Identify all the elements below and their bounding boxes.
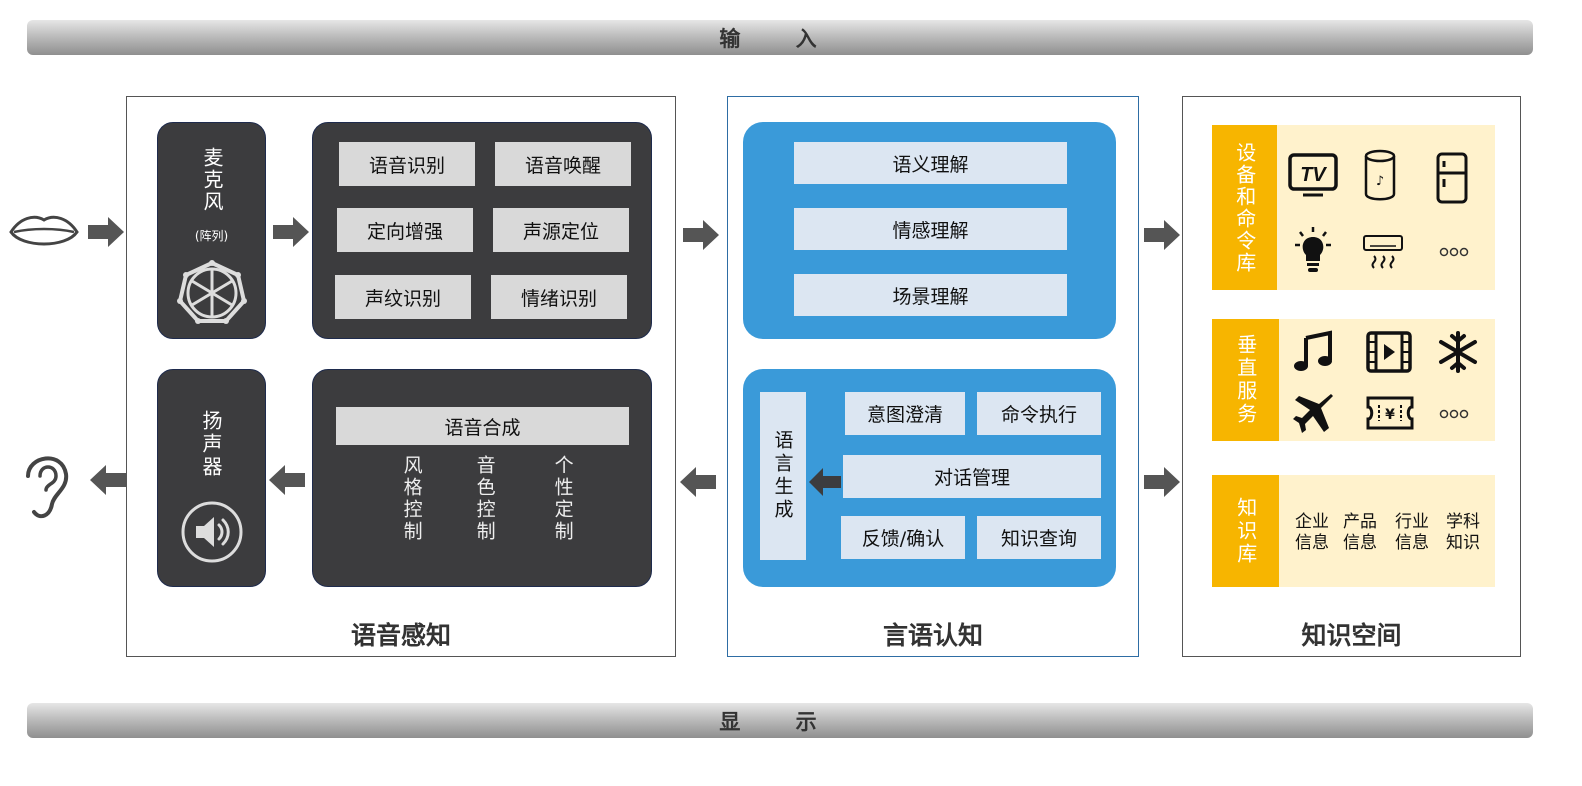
product-info: 产品 信息 bbox=[1338, 512, 1382, 555]
language-generation-label: 语言生成 bbox=[771, 430, 794, 522]
speaker-label: 扬声器 bbox=[158, 410, 265, 479]
language-generation-box: 语言生成 bbox=[760, 392, 806, 560]
enterprise-info-line2: 信息 bbox=[1295, 533, 1329, 554]
video-icon bbox=[1364, 328, 1414, 376]
speech-synthesis-label: 语音合成 bbox=[336, 407, 629, 445]
svg-text:TV: TV bbox=[1300, 164, 1327, 186]
airplane-icon bbox=[1290, 391, 1338, 435]
voice-wakeup-box: 语音唤醒 bbox=[495, 142, 631, 186]
arrow-cognition-to-devices bbox=[1142, 218, 1182, 252]
arrow-cognition-to-perception bbox=[678, 465, 718, 499]
smart-speaker-icon: ♪ bbox=[1360, 148, 1400, 204]
more-services-icon bbox=[1436, 402, 1472, 426]
arrow-dialog-to-generation bbox=[807, 466, 843, 498]
industry-info-line2: 信息 bbox=[1395, 533, 1429, 554]
dialog-management-box: 对话管理 bbox=[843, 455, 1101, 498]
knowledge-base-label-box: 知识库 bbox=[1212, 475, 1279, 587]
vertical-services-label: 垂直服务 bbox=[1233, 334, 1258, 426]
music-icon bbox=[1290, 328, 1338, 376]
speaker-box: 扬声器 bbox=[157, 369, 266, 587]
industry-info: 行业 信息 bbox=[1390, 512, 1434, 555]
emotion-understanding-box: 情感理解 bbox=[794, 208, 1067, 250]
knowledge-base-label: 知识库 bbox=[1233, 496, 1258, 566]
microphone-array-icon bbox=[176, 259, 248, 329]
command-execution-box: 命令执行 bbox=[977, 392, 1101, 435]
speech-recognition-box: 语音识别 bbox=[339, 142, 475, 186]
product-info-line1: 产品 bbox=[1343, 512, 1377, 532]
sound-source-localization-box: 声源定位 bbox=[493, 208, 629, 252]
product-info-line2: 信息 bbox=[1343, 533, 1377, 554]
timbre-control-label: 音色控制 bbox=[473, 455, 496, 543]
ticket-icon: ¥ bbox=[1364, 393, 1416, 433]
microphone-sub-label: (阵列) bbox=[194, 229, 229, 243]
microphone-label-text: 麦克风 bbox=[200, 147, 224, 213]
speaker-label-text: 扬声器 bbox=[199, 410, 223, 479]
arrow-mouth-to-mic bbox=[86, 215, 126, 249]
subject-knowledge: 学科 知识 bbox=[1441, 512, 1485, 555]
intent-clarification-box: 意图澄清 bbox=[845, 392, 965, 435]
device-command-label-box: 设备和命令库 bbox=[1212, 125, 1277, 290]
svg-text:♪: ♪ bbox=[1376, 174, 1384, 189]
style-control-text: 风格控制 bbox=[396, 455, 426, 550]
personal-customization-text: 个性定制 bbox=[547, 455, 577, 550]
timbre-control-text: 音色控制 bbox=[469, 455, 499, 550]
refrigerator-icon bbox=[1432, 150, 1472, 206]
enterprise-info-line1: 企业 bbox=[1295, 512, 1329, 532]
personal-customization-label: 个性定制 bbox=[551, 455, 574, 543]
speech-synthesis-box bbox=[312, 369, 652, 587]
arrow-speaker-to-ear bbox=[88, 463, 128, 497]
arrow-synthesis-to-speaker bbox=[267, 463, 307, 497]
tv-icon: TV bbox=[1287, 150, 1339, 202]
arrow-mic-to-functions bbox=[271, 215, 311, 249]
knowledge-query-box: 知识查询 bbox=[977, 516, 1101, 559]
industry-info-line1: 行业 bbox=[1395, 512, 1429, 532]
subject-knowledge-line1: 学科 bbox=[1446, 512, 1480, 532]
feedback-confirm-box: 反馈/确认 bbox=[841, 516, 965, 559]
scene-understanding-box: 场景理解 bbox=[794, 274, 1067, 316]
speaker-icon bbox=[180, 500, 244, 568]
semantic-understanding-box: 语义理解 bbox=[794, 142, 1067, 184]
style-control-label: 风格控制 bbox=[400, 455, 423, 543]
snowflake-icon bbox=[1434, 328, 1482, 376]
directional-enhancement-box: 定向增强 bbox=[337, 208, 473, 252]
arrow-cognition-to-knowledge bbox=[1142, 465, 1182, 499]
svg-text:¥: ¥ bbox=[1385, 407, 1395, 423]
mouth-icon bbox=[8, 208, 80, 260]
more-devices-icon bbox=[1436, 240, 1472, 264]
voiceprint-recognition-box: 声纹识别 bbox=[335, 275, 471, 319]
enterprise-info: 企业 信息 bbox=[1290, 512, 1334, 555]
light-bulb-icon bbox=[1292, 225, 1334, 275]
speech-perception-title: 语音感知 bbox=[350, 621, 451, 650]
knowledge-space-title: 知识空间 bbox=[1301, 621, 1402, 650]
ear-icon bbox=[18, 446, 74, 528]
subject-knowledge-line2: 知识 bbox=[1446, 533, 1480, 554]
microphone-box: 麦克风 (阵列) bbox=[157, 122, 266, 339]
input-bar: 输 入 bbox=[27, 20, 1533, 55]
vertical-services-label-box: 垂直服务 bbox=[1212, 319, 1279, 441]
display-bar: 显 示 bbox=[27, 703, 1533, 738]
air-conditioner-icon bbox=[1360, 232, 1406, 276]
speech-cognition-title: 言语认知 bbox=[882, 621, 983, 650]
microphone-label: 麦克风 bbox=[158, 147, 265, 213]
device-command-label: 设备和命令库 bbox=[1232, 141, 1257, 274]
arrow-perception-to-cognition bbox=[681, 218, 721, 252]
emotion-recognition-box: 情绪识别 bbox=[491, 275, 627, 319]
